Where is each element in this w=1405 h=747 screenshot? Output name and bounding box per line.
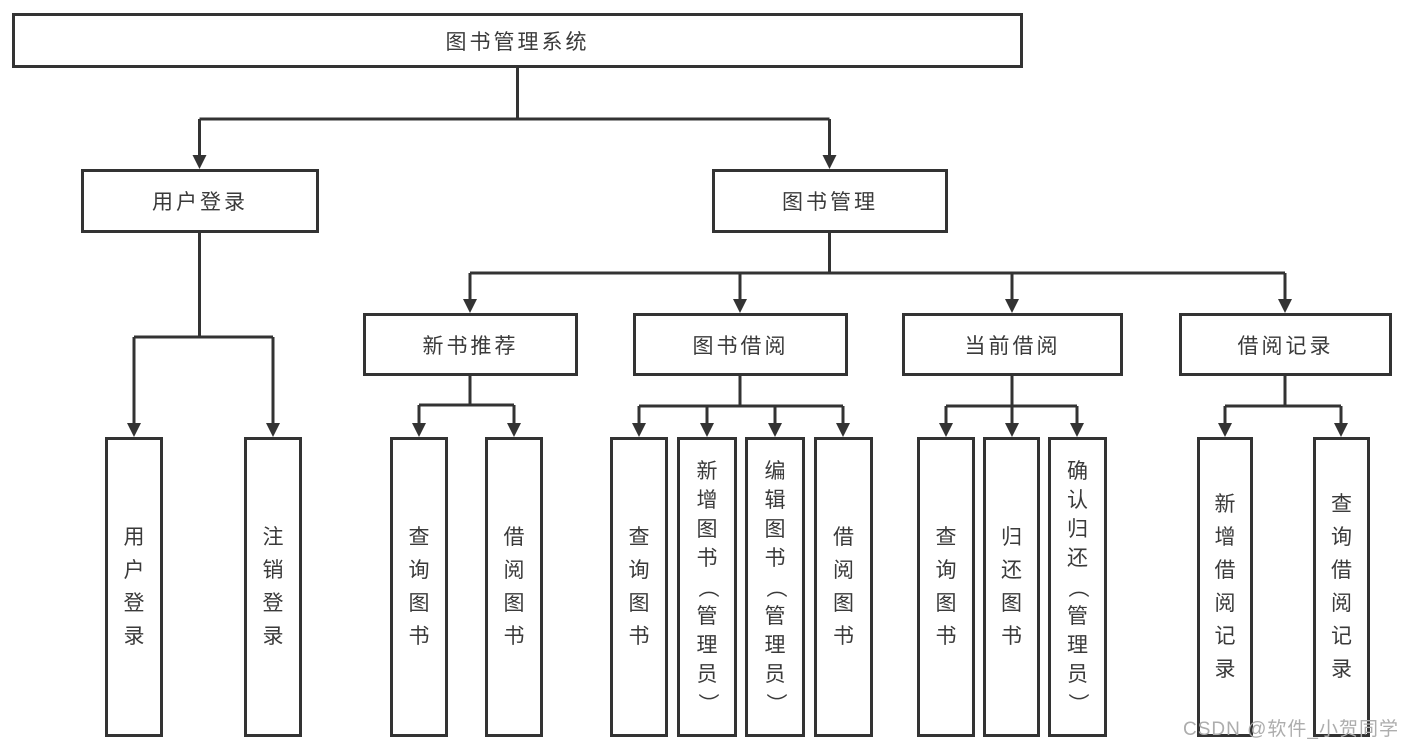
leaf-logout: 注销登录 bbox=[244, 437, 302, 737]
node-label: 当前借阅 bbox=[964, 334, 1061, 358]
arrow-icon bbox=[1005, 423, 1019, 437]
arrow-icon bbox=[822, 155, 837, 169]
arrowheads bbox=[127, 155, 1348, 437]
arrow-icon bbox=[632, 423, 646, 437]
arrow-icon bbox=[1218, 423, 1232, 437]
arrow-icon bbox=[768, 423, 782, 437]
connector-root bbox=[198, 68, 831, 156]
node-label: 用户登录 bbox=[152, 191, 248, 214]
arrow-icon bbox=[1005, 299, 1019, 313]
connector-user-login bbox=[132, 233, 275, 424]
watermark: CSDN @软件_小贺同学 bbox=[1183, 719, 1399, 740]
connector-recommendation bbox=[417, 376, 516, 424]
leaf-add-borrow-record: 新增借阅记录 bbox=[1197, 437, 1253, 737]
arrow-icon bbox=[192, 155, 207, 169]
node-new-book-recommendation: 新书推荐 bbox=[363, 313, 578, 376]
node-label: 新书推荐 bbox=[422, 334, 519, 358]
node-borrowing-records: 借阅记录 bbox=[1179, 313, 1392, 376]
node-root-system: 图书管理系统 bbox=[12, 13, 1023, 68]
leaf-edit-books-admin: 编辑图书（管理员） bbox=[745, 437, 805, 737]
node-book-management: 图书管理 bbox=[712, 169, 948, 233]
arrow-icon bbox=[507, 423, 521, 437]
leaf-add-books-admin: 新增图书（管理员） bbox=[677, 437, 737, 737]
connector-current bbox=[944, 376, 1079, 424]
arrow-icon bbox=[1334, 423, 1348, 437]
connector-book-management bbox=[468, 233, 1287, 300]
node-label: 图书借阅 bbox=[692, 334, 789, 358]
node-book-borrowing: 图书借阅 bbox=[633, 313, 848, 376]
leaf-query-books: 查询图书 bbox=[390, 437, 448, 737]
leaf-query-books: 查询图书 bbox=[917, 437, 975, 737]
arrow-icon bbox=[412, 423, 426, 437]
leaf-borrow-books: 借阅图书 bbox=[814, 437, 873, 737]
connector-borrowing bbox=[637, 376, 845, 424]
connector-records bbox=[1223, 376, 1343, 424]
arrow-icon bbox=[1070, 423, 1084, 437]
arrow-icon bbox=[700, 423, 714, 437]
leaf-query-books: 查询图书 bbox=[610, 437, 668, 737]
arrow-icon bbox=[463, 299, 477, 313]
node-label: 图书管理 bbox=[782, 191, 878, 214]
arrow-icon bbox=[127, 423, 141, 437]
leaf-return-books: 归还图书 bbox=[983, 437, 1040, 737]
node-label: 借阅记录 bbox=[1237, 334, 1334, 358]
node-current-borrowing: 当前借阅 bbox=[902, 313, 1123, 376]
arrow-icon bbox=[836, 423, 850, 437]
leaf-borrow-books: 借阅图书 bbox=[485, 437, 543, 737]
arrow-icon bbox=[266, 423, 280, 437]
arrow-icon bbox=[1278, 299, 1292, 313]
leaf-user-login: 用户登录 bbox=[105, 437, 163, 737]
node-user-login: 用户登录 bbox=[81, 169, 319, 233]
leaf-query-borrow-record: 查询借阅记录 bbox=[1313, 437, 1370, 737]
leaf-confirm-return-admin: 确认归还（管理员） bbox=[1048, 437, 1107, 737]
node-label: 图书管理系统 bbox=[445, 30, 590, 54]
arrow-icon bbox=[939, 423, 953, 437]
arrow-icon bbox=[733, 299, 747, 313]
